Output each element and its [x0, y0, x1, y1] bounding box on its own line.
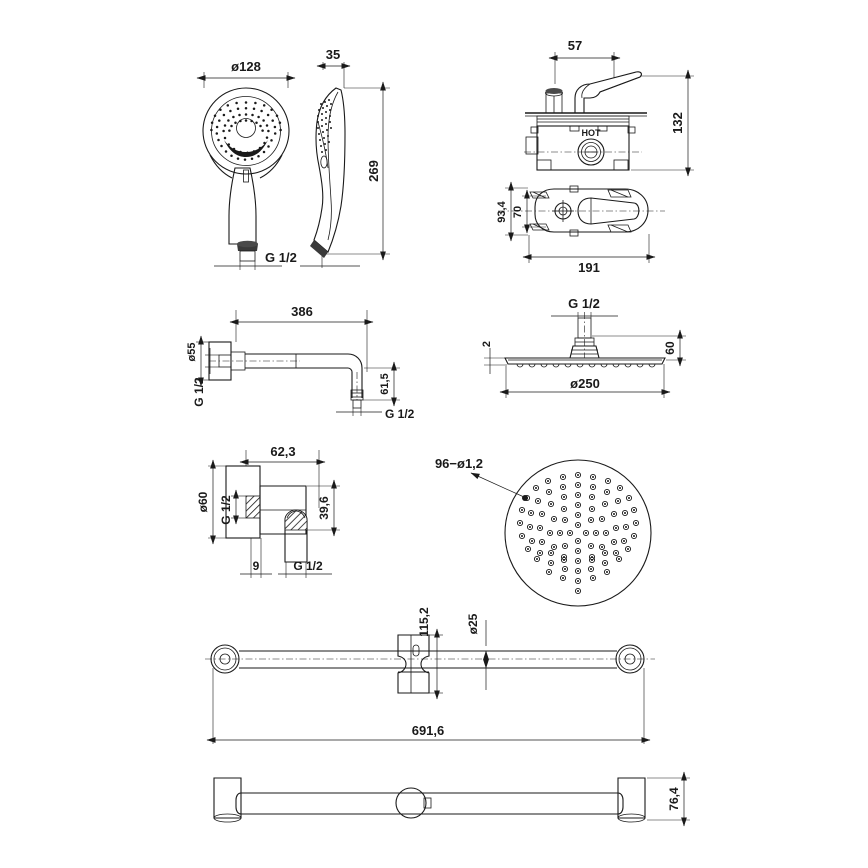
- mixer-lever-handle: [574, 71, 642, 114]
- hand-shower-grip-texture: [317, 99, 332, 153]
- dim-wall-elbow-inlet-label: G 1/2: [219, 495, 233, 525]
- wall-elbow-inlet-thread: [245, 495, 261, 519]
- dimension-mixer-lever-reach: 57: [548, 38, 621, 84]
- callout-rain-head-nozzles-label: 96−ø1,2: [435, 456, 483, 471]
- view-mixer-top: 93,4 70 191: [496, 181, 665, 275]
- dimension-shower-arm-flange-diameter: ø55: [186, 335, 209, 387]
- slide-bar-side-right-mount: [617, 777, 646, 823]
- rain-head-face-outline: [504, 459, 652, 607]
- mixer-body-front: HOT: [524, 115, 642, 171]
- hand-shower-side-connector: [310, 240, 328, 258]
- dimension-shower-arm-wall-thread: G 1/2: [192, 348, 219, 407]
- dimension-slide-bar-holder-height: 115,2: [417, 607, 443, 700]
- rain-head-face-nozzle-centers: [519, 474, 637, 592]
- dimension-wall-elbow-flange-diameter: ø60: [196, 459, 226, 545]
- mixer-hot-marking: HOT: [582, 128, 602, 138]
- dim-shower-arm-drop-label: 61,5: [379, 373, 391, 394]
- dim-rain-head-inlet-label: G 1/2: [568, 296, 600, 311]
- dim-wall-elbow-depth-label: 9: [253, 559, 260, 573]
- dimension-wall-elbow-projection: 62,3: [239, 444, 326, 508]
- view-rain-head-face: 96−ø1,2: [435, 456, 652, 607]
- view-hand-shower-side: 35 269: [300, 47, 390, 268]
- dim-shower-arm-length-label: 386: [291, 304, 313, 319]
- dim-rain-head-thickness-label: 2: [481, 341, 493, 347]
- mixer-top-body: [498, 185, 665, 237]
- dim-slide-bar-depth-label: 76,4: [667, 787, 681, 811]
- dimension-slide-bar-side-depth: 76,4: [647, 771, 690, 827]
- rain-head-nozzle-row: [516, 363, 656, 368]
- view-slide-bar-front: 115,2 ø25 691,6: [205, 607, 655, 744]
- dim-wall-elbow-flange-label: ø60: [196, 491, 210, 512]
- dim-mixer-top-width-label: 191: [578, 260, 600, 275]
- dim-mixer-top-outer-label: 93,4: [496, 200, 508, 222]
- rain-head-face-nozzles: [516, 471, 640, 595]
- dimension-mixer-height: 132: [631, 69, 694, 177]
- dim-wall-elbow-center-label: 39,6: [317, 496, 331, 520]
- dimension-mixer-top-outer-height: 93,4: [496, 181, 528, 242]
- dimension-hand-shower-diameter: ø128: [196, 59, 296, 88]
- dim-mixer-top-inner-label: 70: [512, 206, 524, 218]
- view-mixer-front: 57: [524, 38, 694, 177]
- dim-shower-arm-wall-thread-label: G 1/2: [192, 377, 206, 407]
- dimension-slide-bar-length: 691,6: [206, 723, 651, 743]
- view-rain-head-side: G 1/2 2: [481, 296, 686, 398]
- mixer-top-lever: [577, 197, 640, 225]
- dim-hand-shower-thread-label: G 1/2: [265, 250, 297, 265]
- dim-mixer-lever-reach-label: 57: [568, 38, 582, 53]
- dimension-wall-elbow-inlet-thread: G 1/2: [219, 489, 246, 525]
- dimension-wall-elbow-outlet-thread: G 1/2: [278, 559, 332, 578]
- dim-rain-head-diameter-label: ø250: [570, 376, 600, 391]
- dim-hand-shower-diameter-label: ø128: [231, 59, 261, 74]
- hand-shower-side-profile: [313, 87, 346, 253]
- callout-rain-head-nozzles: 96−ø1,2: [435, 456, 528, 501]
- dim-shower-arm-outlet-thread-label: G 1/2: [385, 407, 415, 421]
- slide-bar-side-rail: [235, 792, 624, 815]
- dim-wall-elbow-outlet-label: G 1/2: [293, 559, 323, 573]
- dimension-rain-head-assembly-height: 60: [592, 329, 686, 367]
- dimension-wall-elbow-flange-depth: 9: [240, 538, 272, 578]
- dim-slide-bar-holder-label: 115,2: [417, 607, 431, 637]
- dimension-hand-shower-thickness: 35: [316, 47, 351, 88]
- dim-slide-bar-diameter-label: ø25: [466, 613, 480, 634]
- dimension-wall-elbow-center-height: 39,6: [307, 479, 340, 537]
- dim-hand-shower-thickness-label: 35: [326, 47, 340, 62]
- rain-head-plate: [504, 357, 666, 365]
- dim-mixer-height-label: 132: [670, 112, 685, 134]
- wall-elbow-body: [259, 485, 307, 535]
- view-hand-shower-front: ø128: [196, 59, 297, 270]
- dimension-rain-head-plate-thickness: 2: [481, 341, 505, 374]
- mixer-diverter-knob: [545, 88, 563, 114]
- dimension-shower-arm-length: 386: [229, 304, 374, 372]
- hand-shower-connector: [237, 240, 258, 262]
- hand-shower-face-nub: [243, 169, 249, 183]
- dimension-hand-shower-thread: G 1/2: [214, 250, 297, 270]
- view-slide-bar-side: 76,4: [213, 771, 690, 827]
- dim-hand-shower-length-label: 269: [366, 160, 381, 182]
- slide-bar-side-left-mount: [213, 777, 242, 823]
- dimension-mixer-top-width: 191: [522, 234, 656, 275]
- mixer-hot-port-outer: [577, 138, 605, 166]
- dim-wall-elbow-projection-label: 62,3: [270, 444, 295, 459]
- dimension-hand-shower-length: 269: [326, 81, 390, 261]
- hand-shower-smile-slot: [224, 140, 268, 157]
- slide-bar-side-knob: [395, 787, 427, 819]
- view-shower-arm: 386 ø55 G 1/2: [186, 304, 415, 421]
- dimension-rain-head-diameter: ø250: [499, 364, 671, 398]
- dimension-slide-bar-diameter: ø25: [466, 613, 489, 690]
- dimension-shower-arm-drop: 61,5: [363, 361, 400, 407]
- dimension-mixer-top-inner-height: 70: [512, 189, 546, 234]
- dim-rain-head-height-label: 60: [663, 341, 677, 355]
- view-wall-elbow: 62,3 ø60 G 1/2 39,6: [196, 444, 340, 578]
- hand-shower-head-outline: [202, 87, 290, 175]
- dim-slide-bar-length-label: 691,6: [412, 723, 445, 738]
- mixer-top-mount-tabs: [529, 185, 632, 237]
- dimension-shower-arm-outlet-thread: G 1/2: [336, 407, 415, 421]
- hand-shower-center-hub: [236, 118, 256, 138]
- dim-shower-arm-flange-label: ø55: [186, 343, 198, 362]
